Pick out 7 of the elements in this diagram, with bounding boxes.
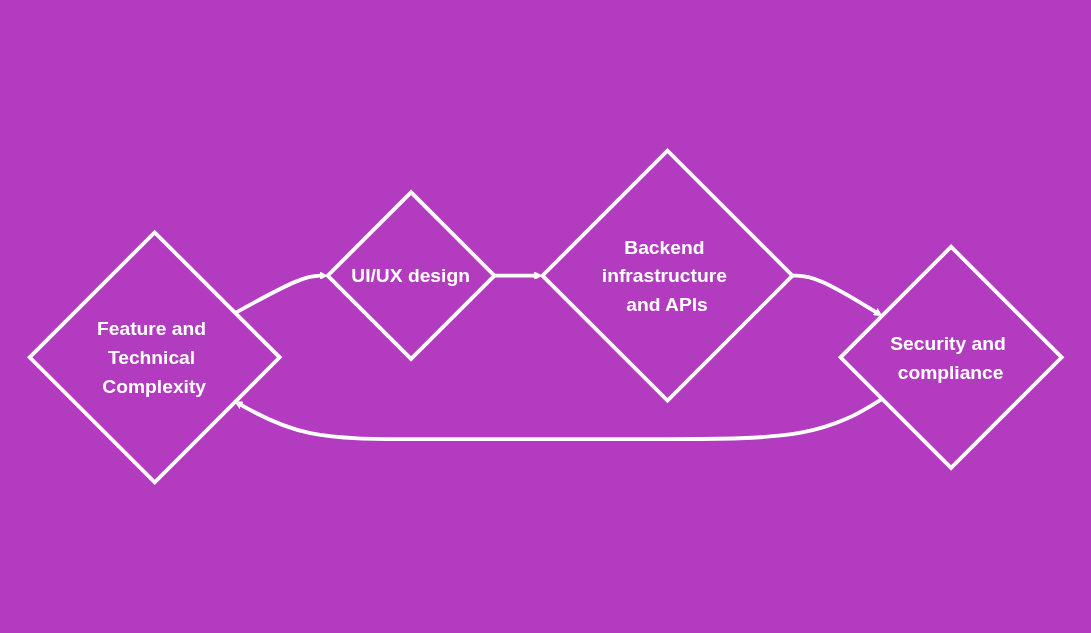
process-diamond: Feature and Technical Complexity xyxy=(26,229,283,486)
arrow xyxy=(234,397,883,441)
arrow xyxy=(791,273,882,316)
process-diamond: UI/UX design xyxy=(324,189,497,362)
arrow xyxy=(493,271,543,280)
process-diamond: Backend infrastructure and APIs xyxy=(539,147,795,404)
process-diamond: Security and compliance xyxy=(837,244,1065,471)
